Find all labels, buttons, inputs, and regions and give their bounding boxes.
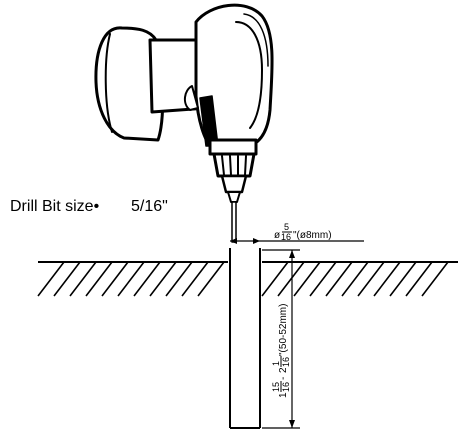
drill-bit-size-value: 5/16" bbox=[131, 198, 168, 215]
hatch-stroke bbox=[197, 261, 225, 297]
diameter-denominator: 16 bbox=[281, 232, 291, 242]
hatch-stroke bbox=[325, 261, 353, 297]
depth-label: 1 15 16 - 2 1 16 "(50-52mm) bbox=[271, 304, 291, 398]
hatch-stroke bbox=[181, 261, 209, 297]
hatch-stroke bbox=[309, 261, 337, 297]
depth-den-2: 16 bbox=[281, 357, 291, 367]
depth-num-2: 1 bbox=[271, 361, 281, 366]
hatch-stroke bbox=[133, 261, 161, 297]
depth-whole-2: 2 bbox=[278, 367, 289, 373]
ground-hatching bbox=[37, 261, 458, 297]
hatch-stroke bbox=[341, 261, 369, 297]
hatch-stroke bbox=[373, 261, 401, 297]
hatch-stroke bbox=[101, 261, 129, 297]
hatch-stroke bbox=[165, 261, 193, 297]
hatch-stroke bbox=[293, 261, 321, 297]
hatch-stroke bbox=[421, 261, 449, 297]
hatch-stroke bbox=[277, 261, 305, 297]
hatch-stroke bbox=[37, 261, 65, 297]
hatch-stroke bbox=[357, 261, 385, 297]
hatch-stroke bbox=[53, 261, 81, 297]
drill-bit-size-label: Drill Bit size• bbox=[10, 198, 99, 215]
cordless-drill-icon bbox=[94, 3, 274, 243]
diameter-metric: "(ø8mm) bbox=[293, 230, 332, 241]
drilled-hole bbox=[229, 248, 261, 429]
diameter-dimension bbox=[230, 238, 364, 244]
hatch-stroke bbox=[85, 261, 113, 297]
diameter-numerator: 5 bbox=[284, 222, 289, 232]
depth-den-1: 16 bbox=[281, 382, 291, 392]
depth-metric: "(50-52mm) bbox=[278, 304, 289, 356]
diameter-symbol: ø bbox=[274, 230, 280, 241]
depth-dimension bbox=[262, 249, 300, 429]
hatch-stroke bbox=[149, 261, 177, 297]
depth-whole-1: 1 bbox=[278, 392, 289, 398]
hatch-stroke bbox=[69, 261, 97, 297]
hatch-stroke bbox=[117, 261, 145, 297]
hatch-stroke bbox=[389, 261, 417, 297]
hatch-stroke bbox=[261, 261, 289, 297]
depth-separator: - bbox=[278, 377, 289, 380]
hatch-stroke bbox=[405, 261, 433, 297]
depth-num-1: 15 bbox=[271, 382, 281, 392]
